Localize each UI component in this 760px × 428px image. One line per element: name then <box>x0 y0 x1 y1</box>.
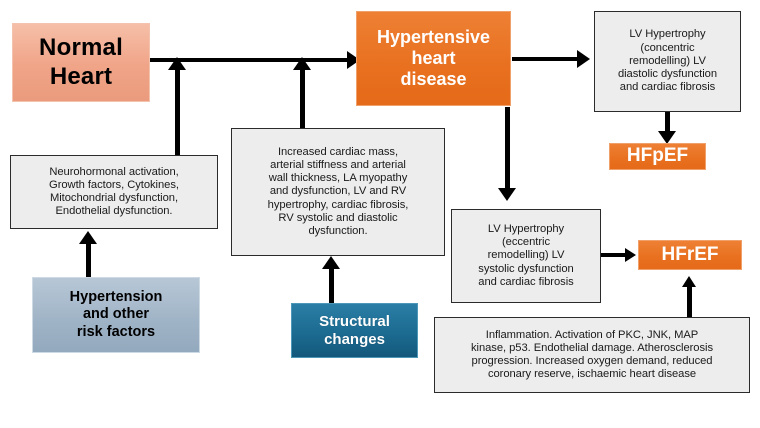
node-normal-heart-label: Normal Heart <box>39 34 123 90</box>
edge-hhd-to-lv-eccentric-line <box>505 107 510 191</box>
edge-hhd-to-lv-concentric-line <box>512 57 580 61</box>
edge-inflammation-to-hfref-arrowhead <box>682 276 696 287</box>
edge-hypertension-to-neurohormonal-arrowhead <box>79 231 97 244</box>
node-hypertensive-heart-disease[interactable]: Hypertensive heart disease <box>356 11 511 106</box>
node-structural-changes-label: Structural changes <box>319 312 390 348</box>
edge-structural-changes-to-detail-line <box>329 268 334 308</box>
node-hypertensive-heart-disease-label: Hypertensive heart disease <box>376 26 491 90</box>
node-lv-eccentric[interactable]: LV Hypertrophy (eccentric remodelling) L… <box>451 209 601 303</box>
edge-neurohormonal-to-flow-arrowhead <box>168 57 186 70</box>
edge-neurohormonal-to-flow-line <box>175 68 180 158</box>
edge-structural-detail-to-flow-arrowhead <box>293 57 311 70</box>
edge-lv-eccentric-to-hfref-arrowhead <box>625 248 636 262</box>
edge-lv-concentric-to-hfpef-arrowhead <box>658 131 676 144</box>
node-structural-detail-label: Increased cardiac mass, arterial stiffne… <box>267 145 409 238</box>
node-hfref[interactable]: HFrEF <box>638 240 742 270</box>
node-hfref-label: HFrEF <box>661 243 719 265</box>
node-hypertension-risk-factors[interactable]: Hypertension and other risk factors <box>32 277 200 353</box>
edge-structural-changes-to-detail-arrowhead <box>322 256 340 269</box>
node-lv-concentric[interactable]: LV Hypertrophy (concentric remodelling) … <box>594 11 741 112</box>
node-neurohormonal[interactable]: Neurohormonal activation, Growth factors… <box>10 155 218 229</box>
edge-lv-eccentric-to-hfref-line <box>601 253 628 257</box>
node-normal-heart[interactable]: Normal Heart <box>12 23 150 102</box>
node-structural-detail[interactable]: Increased cardiac mass, arterial stiffne… <box>231 128 445 256</box>
edge-lv-concentric-to-hfpef-line <box>665 112 670 134</box>
node-structural-changes[interactable]: Structural changes <box>291 303 418 358</box>
node-lv-concentric-label: LV Hypertrophy (concentric remodelling) … <box>617 28 718 94</box>
node-hfpef[interactable]: HFpEF <box>609 143 706 170</box>
node-neurohormonal-label: Neurohormonal activation, Growth factors… <box>49 165 179 218</box>
node-inflammation[interactable]: Inflammation. Activation of PKC, JNK, MA… <box>434 317 750 393</box>
edge-normal-to-hhd-line <box>150 58 350 62</box>
node-hypertension-risk-factors-label: Hypertension and other risk factors <box>69 289 163 340</box>
edge-inflammation-to-hfref-line <box>687 286 692 317</box>
edge-structural-detail-to-flow-line <box>300 68 305 131</box>
edge-hypertension-to-neurohormonal-line <box>86 243 91 279</box>
node-lv-eccentric-label: LV Hypertrophy (eccentric remodelling) L… <box>478 222 574 288</box>
edge-hhd-to-lv-concentric-arrowhead <box>577 50 590 68</box>
node-hfpef-label: HFpEF <box>626 145 689 167</box>
edge-hhd-to-lv-eccentric-arrowhead <box>498 188 516 201</box>
node-inflammation-label: Inflammation. Activation of PKC, JNK, MA… <box>470 328 713 381</box>
